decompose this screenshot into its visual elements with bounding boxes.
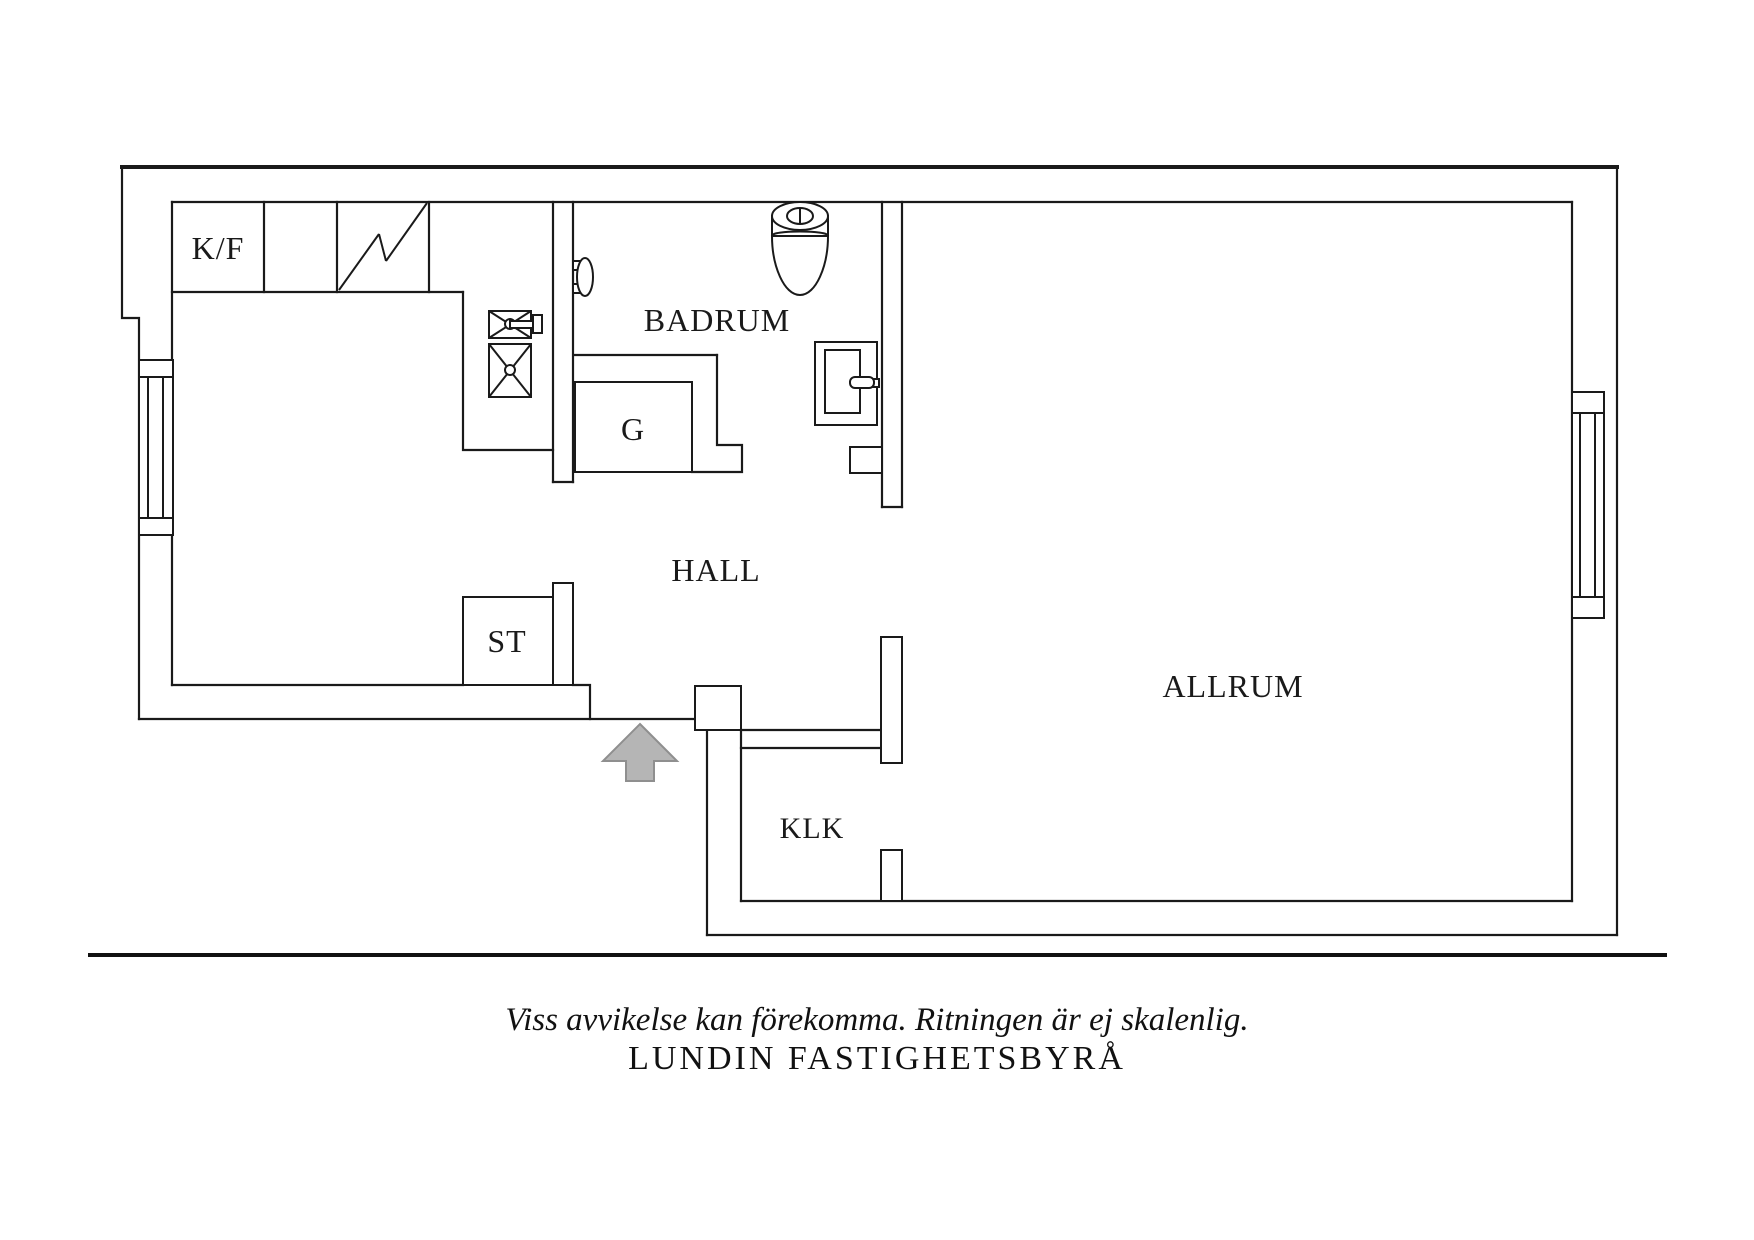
toilet-icon [770, 201, 830, 297]
window-sash [147, 376, 164, 519]
room-label-g: G [621, 411, 645, 447]
room-label-hall: HALL [671, 552, 760, 588]
footer: Viss avvikelse kan förekomma. Ritningen … [88, 953, 1667, 1077]
entrance-arrow-icon [600, 722, 680, 782]
room-label-klk: KLK [780, 812, 845, 845]
wall-strip [880, 636, 903, 764]
kitchen-counter [461, 290, 555, 452]
room-label-st: ST [487, 623, 526, 659]
footer-brand: LUNDIN FASTIGHETSBYRÅ [628, 1040, 1126, 1077]
st-box [462, 596, 554, 686]
washbasin-icon [814, 341, 880, 426]
wall-strip [880, 849, 903, 902]
wall-pier [552, 582, 574, 686]
faucet [849, 376, 875, 389]
faucet [532, 314, 543, 334]
footer-disclaimer: Viss avvikelse kan förekomma. Ritningen … [505, 1002, 1248, 1038]
door-handle-icon [572, 257, 594, 297]
g-box [574, 381, 693, 473]
klk-closet: KLK [694, 636, 903, 903]
kitchen-cabinets: K/F [170, 200, 465, 294]
counter-outline [461, 290, 555, 452]
bedroom-hall-divider [551, 200, 575, 686]
wardrobe-diagonal-icon [338, 202, 428, 291]
exterior-walls [120, 165, 1619, 937]
window-icon [1571, 391, 1605, 619]
left-wall [120, 165, 141, 721]
window-sash [1579, 412, 1596, 598]
kitchen-sink-icon [488, 310, 543, 339]
g-closet: G [574, 381, 693, 473]
room-label-badrum: BADRUM [644, 302, 790, 338]
wall-notch [849, 446, 883, 474]
wall-pillar [694, 685, 742, 731]
appliance-icon [488, 343, 532, 398]
bathroom: BADRUM [572, 200, 904, 509]
bathroom-step [690, 353, 744, 474]
entrance-jamb [571, 683, 592, 721]
room-label-allrum: ALLRUM [1162, 668, 1303, 704]
window-icon [138, 359, 174, 536]
room-label-kf: K/F [192, 230, 245, 266]
st-closet: ST [462, 596, 554, 686]
